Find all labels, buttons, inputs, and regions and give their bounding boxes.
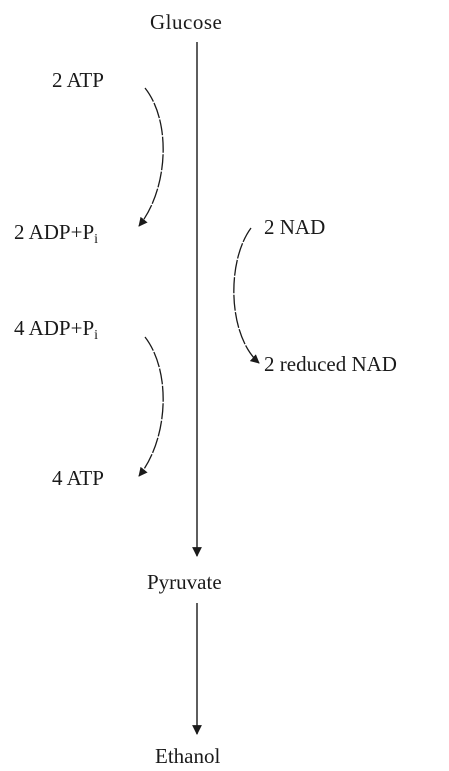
adp-output-subscript: i	[94, 232, 99, 247]
glucose-label: Glucose	[150, 10, 223, 34]
nad-label: 2 NAD	[264, 215, 326, 239]
reduced-nad-label: 2 reduced NAD	[264, 352, 397, 376]
adp-input-label: 4 ADP+Pi	[14, 316, 98, 348]
adp-input-subscript: i	[94, 328, 99, 343]
arrow-atp-to-adp	[138, 87, 164, 227]
atp-input-label: 2 ATP	[52, 68, 104, 92]
arrow-adp-to-atp	[138, 336, 164, 477]
adp-output-main: 2 ADP+P	[14, 220, 95, 244]
ethanol-label: Ethanol	[155, 744, 221, 768]
adp-output-label: 2 ADP+Pi	[14, 220, 98, 252]
atp-output-label: 4 ATP	[52, 466, 104, 490]
adp-input-main: 4 ADP+P	[14, 316, 95, 340]
arrow-nad-to-reduced-nad	[233, 227, 260, 364]
pyruvate-label: Pyruvate	[147, 570, 222, 594]
